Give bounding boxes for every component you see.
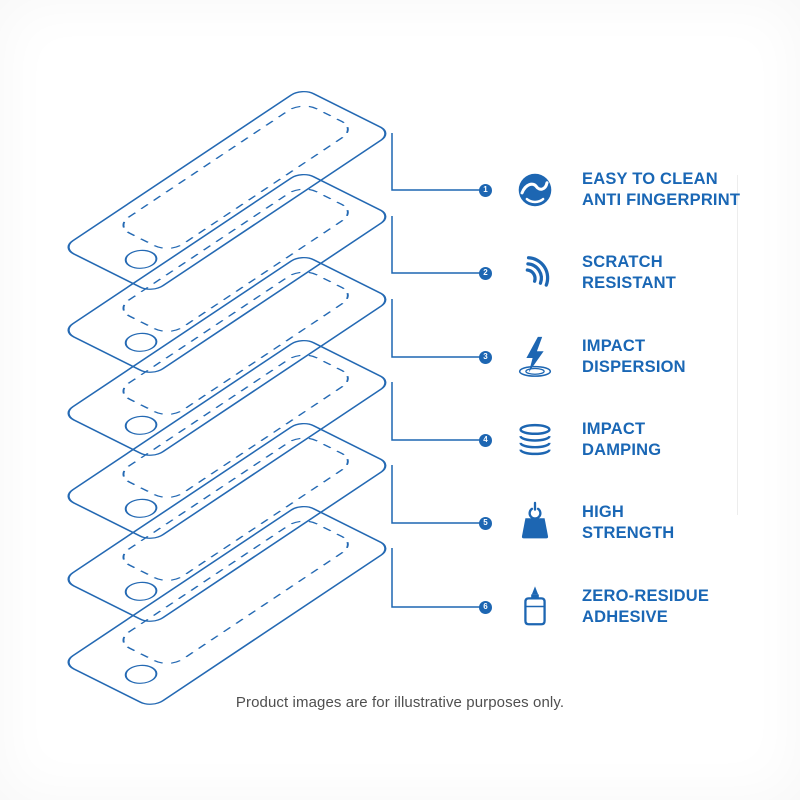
number-badge: 4 bbox=[479, 433, 492, 447]
feature-label: ZERO-RESIDUE ADHESIVE bbox=[582, 586, 709, 628]
connector-line bbox=[391, 133, 484, 191]
feature-label: HIGH STRENGTH bbox=[582, 502, 674, 544]
feature-label-line2: ADHESIVE bbox=[582, 608, 668, 626]
feature-label-line2: STRENGTH bbox=[582, 524, 675, 542]
photo-card-edge bbox=[737, 175, 738, 515]
feature-label-line2: DISPERSION bbox=[582, 358, 686, 376]
disclaimer-text: Product images are for illustrative purp… bbox=[235, 694, 565, 711]
feature-row-zero-residue-adhesive: 6 ZERO-RESIDUE ADHESIVE bbox=[479, 579, 709, 635]
feature-label: EASY TO CLEAN ANTI FINGERPRINT bbox=[582, 169, 740, 211]
impact-dispersion-icon bbox=[512, 334, 558, 380]
feature-row-high-strength: 5 HIGH STRENGTH bbox=[479, 495, 674, 551]
connector-line bbox=[391, 216, 484, 274]
feature-row-impact-damping: 4 IMPACT DAMPING bbox=[479, 412, 661, 468]
number-badge: 6 bbox=[479, 600, 492, 614]
clean-sphere-icon bbox=[512, 167, 558, 213]
feature-label-line1: IMPACT bbox=[582, 420, 646, 438]
feature-row-impact-dispersion: 3 IMPACT DISPERSION bbox=[479, 329, 686, 385]
number-badge: 2 bbox=[479, 266, 492, 280]
feature-label-line1: HIGH bbox=[582, 503, 625, 521]
feature-label-line1: EASY TO CLEAN bbox=[582, 170, 718, 188]
feature-label-line2: ANTI FINGERPRINT bbox=[582, 191, 741, 209]
high-strength-icon bbox=[512, 500, 558, 546]
feature-label-line1: IMPACT bbox=[582, 337, 646, 355]
feature-label-line1: SCRATCH bbox=[582, 253, 663, 271]
feature-label: IMPACT DAMPING bbox=[582, 419, 661, 461]
adhesive-bottle-icon bbox=[512, 584, 558, 630]
feature-row-scratch-resistant: 2 SCRATCH RESISTANT bbox=[479, 245, 676, 301]
number-badge: 5 bbox=[479, 516, 492, 530]
feature-label: IMPACT DISPERSION bbox=[582, 336, 686, 378]
connector-line bbox=[391, 299, 484, 358]
connector-line bbox=[391, 465, 484, 524]
number-badge: 3 bbox=[479, 350, 492, 364]
scratch-resistant-icon bbox=[512, 250, 558, 296]
feature-row-easy-to-clean: 1 EASY TO CLEAN ANTI FINGERPRINT bbox=[479, 162, 740, 218]
feature-label-line2: DAMPING bbox=[582, 441, 662, 459]
feature-label-line1: ZERO-RESIDUE bbox=[582, 587, 710, 605]
connector-line bbox=[391, 548, 484, 608]
feature-label-line2: RESISTANT bbox=[582, 274, 677, 292]
impact-damping-icon bbox=[512, 417, 558, 463]
feature-label: SCRATCH RESISTANT bbox=[582, 252, 676, 294]
number-badge: 1 bbox=[479, 183, 492, 197]
connector-line bbox=[391, 382, 484, 441]
